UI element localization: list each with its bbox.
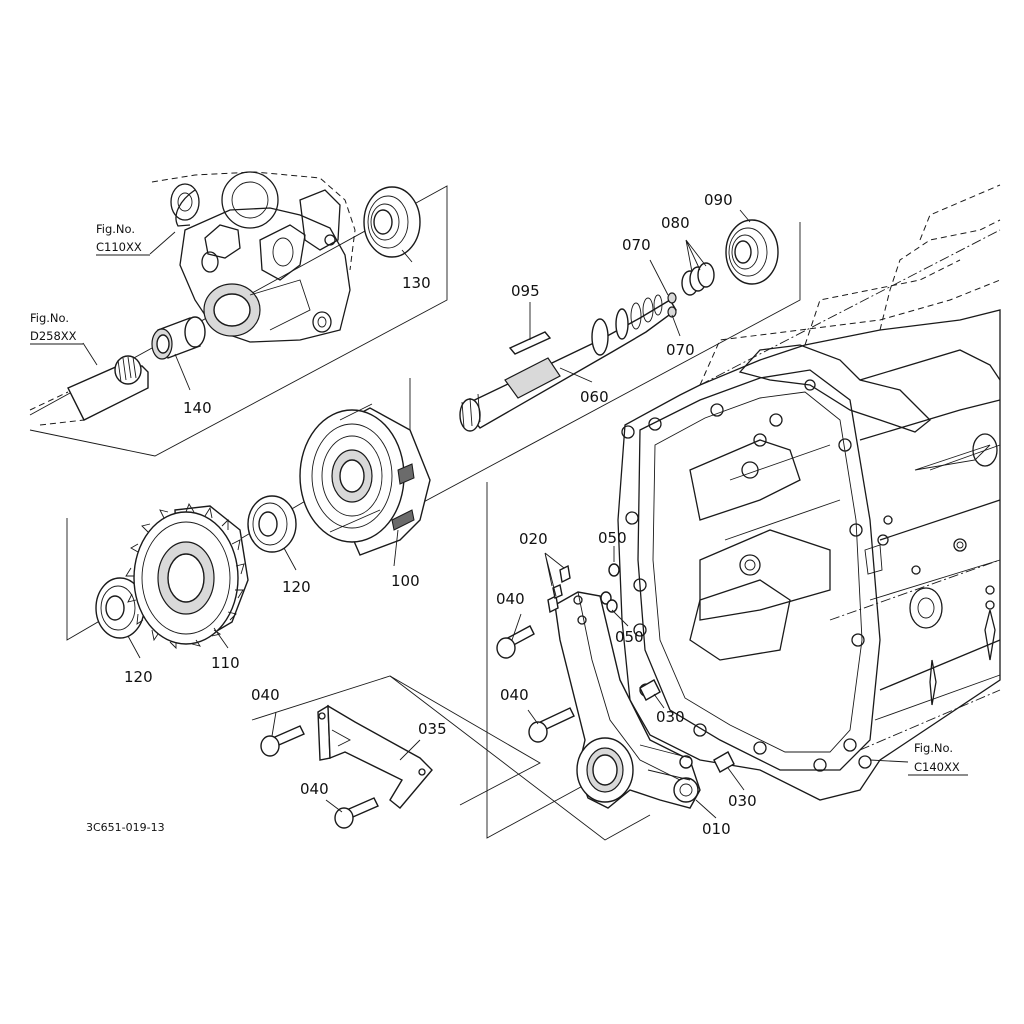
part-label-050-upper: 050 [598, 529, 627, 547]
part-label-130: 130 [402, 274, 431, 292]
reference-c140-line2: C140XX [914, 760, 960, 774]
part-label-095: 095 [511, 282, 540, 300]
part-label-090: 090 [704, 191, 733, 209]
reference-c140: Fig.No. C140XX [908, 741, 968, 776]
part-label-050-lower: 050 [615, 628, 644, 646]
reference-d258-line1: Fig.No. [30, 311, 69, 325]
pins-020 [547, 564, 571, 614]
sleeve-140 [151, 316, 206, 360]
transmission-case [617, 184, 1001, 801]
reference-c110-line2: C110XX [96, 240, 142, 254]
part-label-030-lower: 030 [728, 792, 757, 810]
part-labels: 130 140 095 060 070 070 080 090 100 120 … [124, 191, 757, 838]
part-label-060: 060 [580, 388, 609, 406]
part-label-010: 010 [702, 820, 731, 838]
part-label-070-lower: 070 [666, 341, 695, 359]
part-label-040-d: 040 [300, 780, 329, 798]
group-frames [29, 185, 801, 841]
bearing-120-upper [247, 495, 297, 553]
reference-d258: Fig.No. D258XX [30, 311, 83, 345]
front-housing [151, 171, 356, 343]
part-label-140: 140 [183, 399, 212, 417]
part-label-110: 110 [211, 654, 240, 672]
bearing-130 [363, 186, 421, 258]
gear-110 [125, 502, 249, 650]
part-label-030-upper: 030 [656, 708, 685, 726]
part-label-120-upper: 120 [282, 578, 311, 596]
dowels-030 [639, 679, 735, 773]
bolt-040-c [260, 725, 305, 757]
bolt-040-b [528, 707, 575, 743]
figure-code: 3C651-019-13 [86, 821, 165, 834]
part-label-040-a: 040 [496, 590, 525, 608]
reference-d258-line2: D258XX [30, 329, 77, 343]
part-label-020: 020 [519, 530, 548, 548]
part-label-035: 035 [418, 720, 447, 738]
bearing-090 [725, 219, 779, 285]
part-label-120-lower: 120 [124, 668, 153, 686]
plate-035 [317, 704, 433, 809]
shaft-060 [459, 292, 677, 432]
bolt-040-d [334, 797, 379, 829]
leader-lines [82, 209, 909, 819]
part-label-100: 100 [391, 572, 420, 590]
bracket-010 [554, 591, 701, 809]
clutch-drum-100 [299, 403, 431, 556]
part-label-080: 080 [661, 214, 690, 232]
rings-050 [600, 563, 620, 613]
reference-c110: Fig.No. C110XX [96, 222, 150, 256]
bolt-040-a [496, 625, 535, 659]
part-label-070-upper: 070 [622, 236, 651, 254]
rings-080 [681, 262, 715, 296]
input-shaft [29, 355, 149, 426]
part-label-040-c: 040 [251, 686, 280, 704]
key-095 [508, 331, 552, 355]
reference-c110-line1: Fig.No. [96, 222, 135, 236]
part-label-040-b: 040 [500, 686, 529, 704]
reference-c140-line1: Fig.No. [914, 741, 953, 755]
